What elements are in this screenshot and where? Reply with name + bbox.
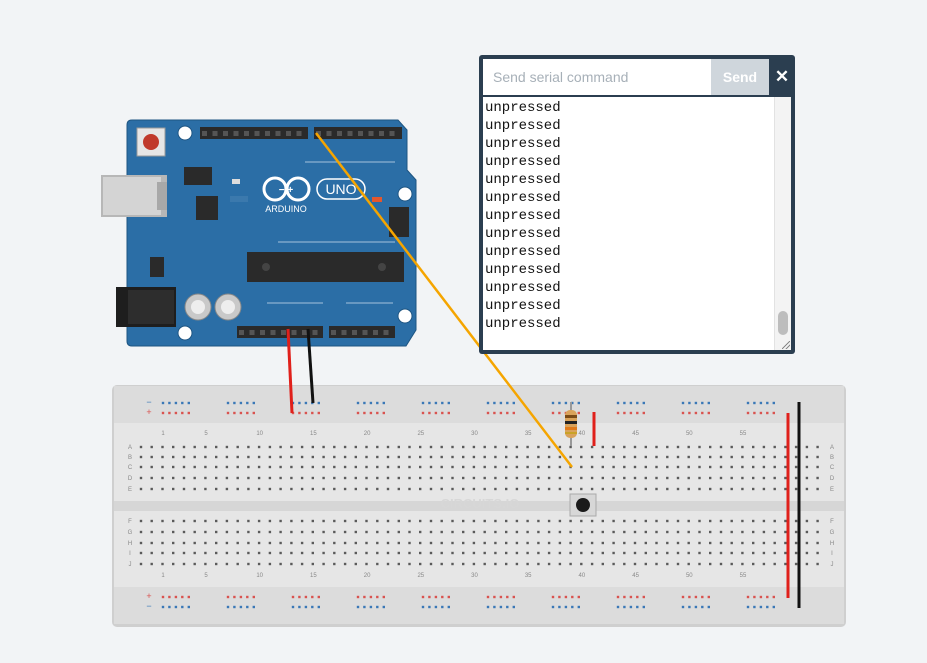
row-letter: B: [830, 455, 834, 461]
scrollbar[interactable]: [774, 97, 791, 350]
serial-line: unpressed: [485, 190, 561, 206]
serial-line: unpressed: [485, 280, 561, 296]
breadboard-watermark: CIRCUITS.IO: [441, 496, 520, 511]
column-number: 30: [471, 431, 478, 437]
serial-output[interactable]: unpressed unpressed unpressed unpressed unpr…: [483, 97, 791, 350]
row-letter: E: [128, 487, 132, 493]
column-number: 35: [525, 431, 532, 437]
close-icon[interactable]: ✕: [774, 67, 790, 86]
row-letter: G: [128, 530, 133, 536]
rail-polarity-label: +: [146, 591, 151, 601]
row-letter: F: [830, 519, 834, 525]
column-number: 1: [161, 573, 165, 579]
wire-signal[interactable]: [315, 132, 573, 468]
row-letter: A: [128, 445, 132, 451]
serial-lines: unpressed unpressed unpressed unpressed unpr…: [485, 99, 791, 333]
row-letter: I: [831, 551, 833, 557]
column-number: 1: [161, 431, 165, 437]
arduino-logo: ARDUINO − + UNO: [262, 176, 366, 214]
power-rail-bottom: [114, 587, 844, 624]
column-number: 20: [364, 431, 371, 437]
serial-line: unpressed: [485, 172, 561, 188]
scrollbar-thumb[interactable]: [778, 311, 788, 335]
row-letter: E: [830, 487, 834, 493]
svg-text:UNO: UNO: [325, 181, 356, 197]
column-number: 50: [686, 431, 693, 437]
wire-5v[interactable]: [286, 328, 294, 414]
column-number: 35: [525, 573, 532, 579]
row-letter: I: [129, 551, 131, 557]
row-letter: H: [128, 541, 132, 547]
wire-gnd[interactable]: [306, 328, 315, 404]
icsp-header: [184, 167, 212, 185]
atmega-chip: [247, 252, 404, 282]
rail-polarity-label: −: [146, 397, 151, 407]
column-number: 5: [204, 573, 208, 579]
column-number: 20: [364, 573, 371, 579]
row-letter: C: [830, 465, 835, 471]
serial-monitor: Send ✕ unpressedunpressedunpressedunpres…: [479, 55, 795, 354]
rail-polarity-label: +: [146, 407, 151, 417]
column-number: 30: [471, 573, 478, 579]
serial-line: unpressed: [485, 244, 561, 260]
column-number: 5: [204, 431, 208, 437]
column-number: 25: [417, 573, 424, 579]
row-letter: J: [129, 562, 132, 568]
row-letter: D: [830, 476, 835, 482]
wires[interactable]: [286, 132, 801, 608]
serial-line: unpressed: [485, 226, 561, 242]
column-number: 15: [310, 573, 317, 579]
serial-line: unpressed: [485, 136, 561, 152]
column-number: 40: [579, 573, 586, 579]
column-number: 55: [740, 573, 747, 579]
reset-button[interactable]: [136, 127, 166, 157]
column-number: 40: [579, 431, 586, 437]
column-number: 15: [310, 431, 317, 437]
arduino-uno-board[interactable]: ARDUINO − + UNO: [101, 119, 417, 347]
serial-line: unpressed: [485, 262, 561, 278]
breadboard[interactable]: 1155101015152020252530303535404045455050…: [112, 385, 846, 627]
column-number: 55: [740, 431, 747, 437]
breadboard-holes: [139, 401, 819, 609]
column-number: 10: [256, 431, 263, 437]
column-number: 45: [632, 573, 639, 579]
svg-text:ARDUINO: ARDUINO: [265, 204, 307, 214]
row-letter: G: [830, 530, 835, 536]
send-button[interactable]: Send: [711, 59, 769, 95]
column-number: 10: [256, 573, 263, 579]
resize-grip-icon[interactable]: [782, 341, 790, 349]
row-letter: A: [830, 445, 834, 451]
center-channel: [114, 501, 844, 511]
row-letter: C: [128, 465, 133, 471]
serial-line: unpressed: [485, 208, 561, 224]
icsp-header-2: [389, 207, 409, 237]
breadboard-labels: 1155101015152020252530303535404045455050…: [128, 397, 835, 611]
push-button[interactable]: [569, 493, 597, 517]
serial-line: unpressed: [485, 298, 561, 314]
resistor[interactable]: [565, 402, 577, 446]
column-number: 25: [417, 431, 424, 437]
column-number: 50: [686, 573, 693, 579]
serial-line: unpressed: [485, 118, 561, 134]
column-number: 45: [632, 431, 639, 437]
serial-line: unpressed: [485, 316, 561, 332]
serial-line: unpressed: [485, 154, 561, 170]
serial-line: unpressed: [485, 100, 561, 116]
svg-text:− +: − +: [279, 185, 294, 196]
power-header: [237, 326, 323, 338]
row-letter: H: [830, 541, 834, 547]
power-rail-top: [114, 386, 844, 423]
row-letter: D: [128, 476, 133, 482]
row-letter: J: [831, 562, 834, 568]
usb-chip: [196, 196, 218, 220]
rail-polarity-label: −: [146, 601, 151, 611]
row-letter: F: [128, 519, 132, 525]
row-letter: B: [128, 455, 132, 461]
serial-command-input[interactable]: [483, 59, 711, 95]
